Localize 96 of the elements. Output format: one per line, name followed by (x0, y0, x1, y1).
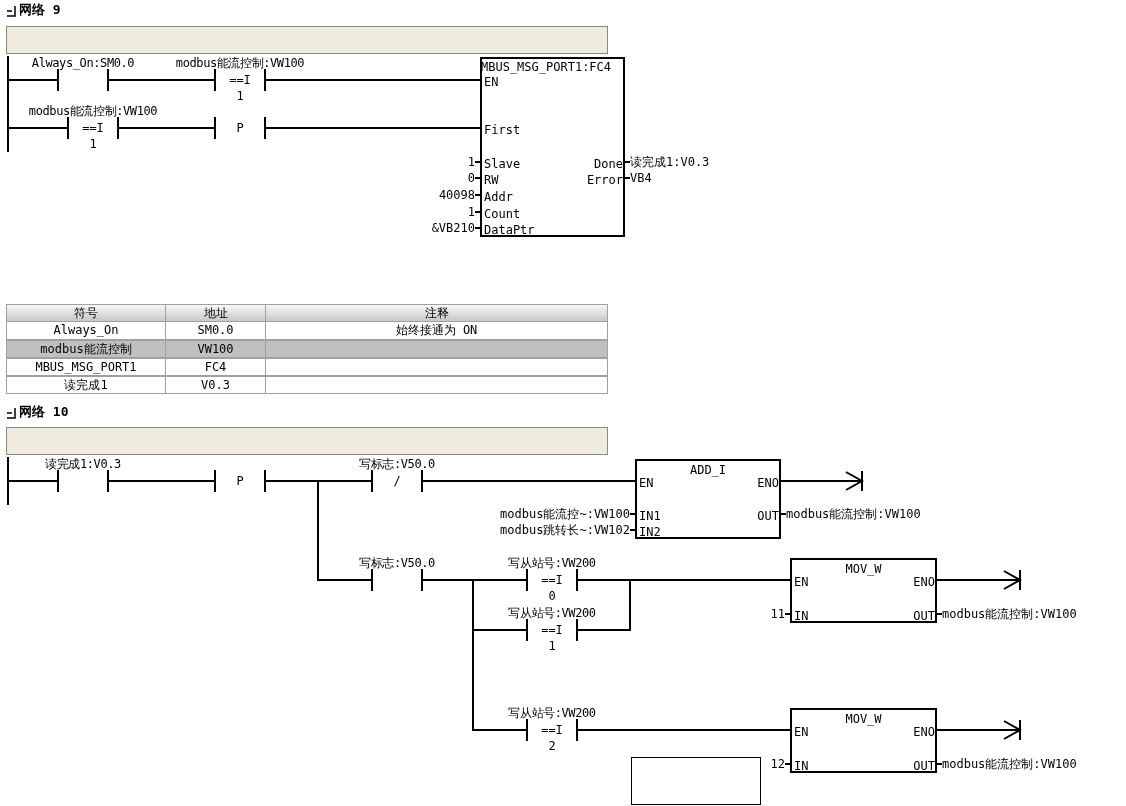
contact-label: 读完成1:V0.3 (45, 457, 121, 471)
pin-value: 读完成1:V0.3 (625, 155, 710, 169)
contact-label: 写从站号:VW200 (508, 556, 596, 570)
table-cell: 读完成1 (6, 376, 166, 394)
pin-value: &VB210 (431, 221, 480, 235)
pin-label: ENO (757, 476, 779, 490)
contact-operator: P (236, 121, 244, 135)
pin-label: IN1 (639, 509, 661, 523)
contact-operator: ==I (541, 623, 563, 637)
block-title: ADD_I (689, 463, 727, 477)
contact-label: 写从站号:VW200 (508, 606, 596, 620)
pin-label: OUT (913, 609, 935, 623)
wire (145, 79, 161, 81)
table-header-cell: 注释 (265, 304, 608, 322)
function-block (790, 708, 937, 773)
pin-label: OUT (757, 509, 779, 523)
empty-box (631, 757, 761, 805)
compare-value: 1 (236, 89, 244, 103)
block-title: MOV_W (845, 562, 882, 576)
block-title: MOV_W (845, 712, 882, 726)
pin-label: IN2 (639, 525, 661, 539)
block-title: MBUS_MSG_PORT1:FC4 (481, 60, 612, 74)
pin-label: ENO (913, 575, 935, 589)
wire (279, 480, 341, 581)
pin-label: IN (794, 759, 809, 773)
comment-bar (6, 427, 608, 455)
pin-label: Error (586, 173, 623, 187)
pin-label: EN (794, 575, 809, 589)
pin-value: VB4 (625, 171, 652, 185)
wire (161, 127, 201, 129)
contact-label: 写从站号:VW200 (508, 706, 596, 720)
pin-label: IN (794, 609, 809, 623)
table-cell: VW100 (165, 340, 266, 358)
function-block (790, 558, 937, 623)
wire (613, 579, 791, 631)
contact-operator: ==I (541, 573, 563, 587)
table-cell: FC4 (165, 358, 266, 376)
comment-bar (6, 26, 608, 54)
pin-label: Count (484, 207, 521, 221)
pin-value: 11 (770, 607, 790, 621)
function-block (480, 57, 625, 237)
pin-label: EN (639, 476, 654, 490)
wire (613, 729, 791, 731)
pin-value: 0 (467, 171, 480, 185)
table-cell: 始终接通为 ON (265, 321, 608, 340)
pin-label: RW (484, 173, 499, 187)
pin-label: First (484, 123, 521, 137)
pin-label: Slave (484, 157, 521, 171)
table-cell: modbus能流控制 (6, 340, 166, 358)
contact-operator: / (393, 474, 401, 488)
pin-value: modbus能流控制:VW100 (937, 607, 1077, 621)
pin-label: Addr (484, 190, 513, 204)
wire (279, 127, 481, 129)
pin-value: 12 (770, 757, 790, 771)
wire (936, 569, 1021, 591)
pin-label: EN (484, 75, 499, 89)
wire (780, 470, 863, 492)
pin-value: 40098 (438, 188, 480, 202)
contact-operator: ==I (82, 121, 104, 135)
wire (8, 480, 21, 482)
wire (8, 79, 21, 81)
contact-operator: P (236, 474, 244, 488)
table-cell: V0.3 (165, 376, 266, 394)
pin-label: ENO (913, 725, 935, 739)
compare-value: 2 (548, 739, 556, 753)
table-cell: MBUS_MSG_PORT1 (6, 358, 166, 376)
compare-value: 0 (548, 589, 556, 603)
contact-label: modbus能流控制:VW100 (28, 104, 158, 118)
contact-operator: ==I (229, 73, 251, 87)
function-block (635, 459, 781, 539)
wire (319, 79, 481, 81)
pin-label: OUT (913, 759, 935, 773)
pin-value: modbus能流控制:VW100 (781, 507, 921, 521)
wire (8, 127, 25, 129)
wire (936, 719, 1021, 741)
pin-label: DataPtr (484, 223, 535, 237)
pin-label: Done (594, 157, 623, 171)
pin-label: EN (794, 725, 809, 739)
wire (145, 480, 201, 482)
pin-value: modbus能流控制:VW100 (937, 757, 1077, 771)
contact-label: 写标志:V50.0 (359, 457, 435, 471)
pin-value: 1 (467, 155, 480, 169)
wire (453, 579, 491, 731)
pin-value: modbus跳转长~:VW102 (500, 523, 635, 537)
compare-value: 1 (548, 639, 556, 653)
pin-value: modbus能流控~:VW100 (500, 507, 635, 521)
wire (453, 480, 636, 482)
contact-label: Always_On:SM0.0 (31, 56, 135, 70)
compare-value: 1 (89, 137, 97, 151)
table-cell: Always_On (6, 321, 166, 340)
contact-operator: ==I (541, 723, 563, 737)
table-header-cell: 地址 (165, 304, 266, 322)
table-header-cell: 符号 (6, 304, 166, 322)
contact-label: 写标志:V50.0 (359, 556, 435, 570)
contact-label: modbus能流控制:VW100 (175, 56, 305, 70)
pin-value: 1 (467, 205, 480, 219)
